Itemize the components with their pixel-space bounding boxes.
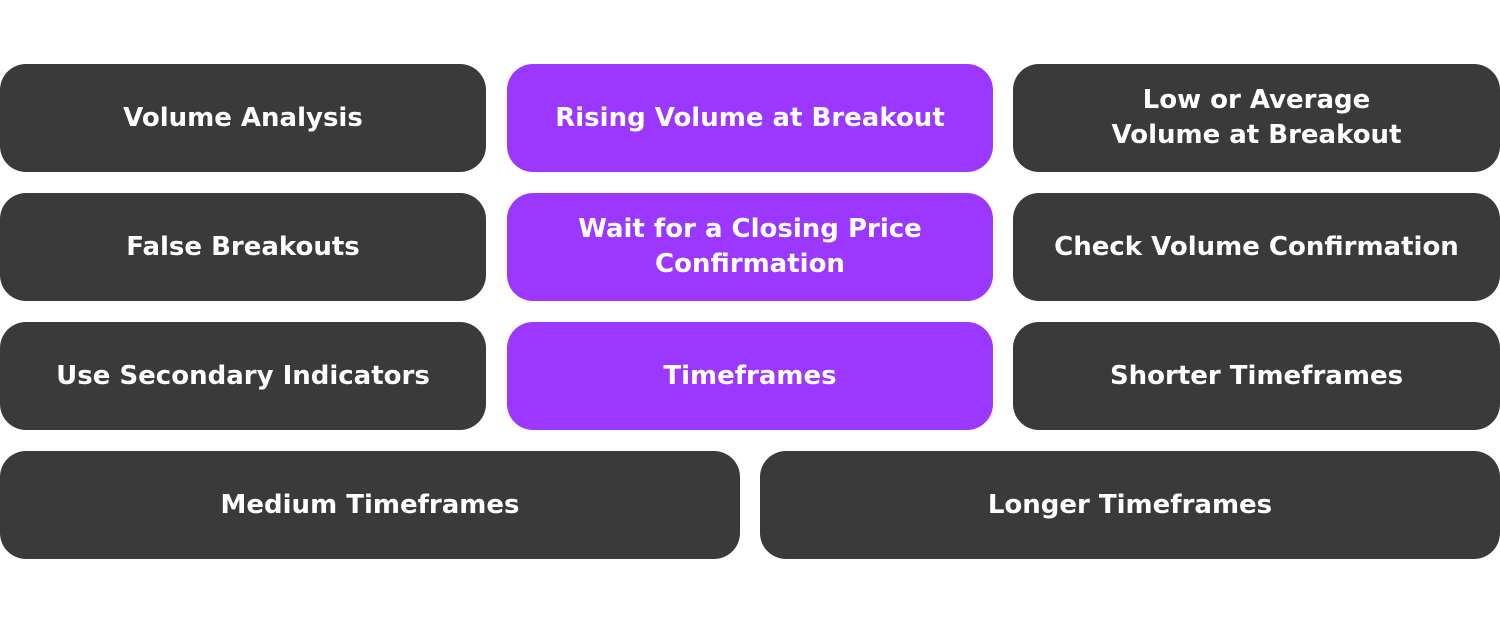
- timeframes-tile: Timeframes: [507, 322, 993, 430]
- low-or-average-volume-tile: Low or Average Volume at Breakout: [1013, 64, 1500, 172]
- use-secondary-indicators-tile: Use Secondary Indicators: [0, 322, 486, 430]
- shorter-timeframes-tile: Shorter Timeframes: [1013, 322, 1500, 430]
- medium-timeframes-tile: Medium Timeframes: [0, 451, 740, 559]
- longer-timeframes-tile: Longer Timeframes: [760, 451, 1500, 559]
- volume-analysis-tile: Volume Analysis: [0, 64, 486, 172]
- rising-volume-at-breakout-tile: Rising Volume at Breakout: [507, 64, 993, 172]
- false-breakouts-tile: False Breakouts: [0, 193, 486, 301]
- check-volume-confirmation-tile: Check Volume Confirmation: [1013, 193, 1500, 301]
- wait-for-closing-price-tile: Wait for a Closing Price Confirmation: [507, 193, 993, 301]
